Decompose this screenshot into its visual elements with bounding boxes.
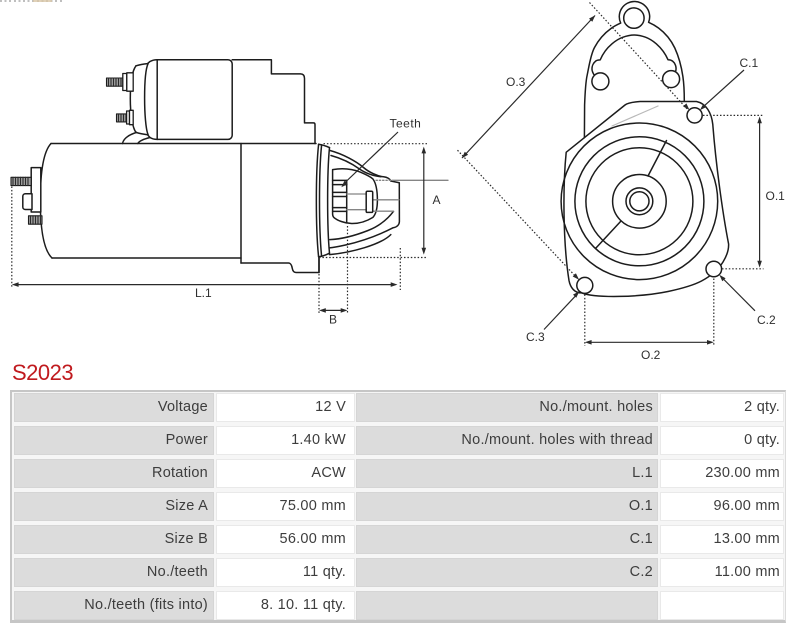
svg-text:O.1: O.1 [766, 189, 786, 203]
svg-text:L.1: L.1 [195, 286, 212, 300]
svg-text:C.1: C.1 [740, 56, 759, 70]
svg-text:O.3: O.3 [506, 75, 526, 89]
svg-text:Teeth: Teeth [390, 117, 422, 131]
svg-text:A: A [433, 193, 441, 207]
svg-text:B: B [329, 313, 337, 327]
svg-text:O.2: O.2 [641, 348, 661, 362]
svg-text:C.2: C.2 [757, 313, 776, 327]
svg-text:C.3: C.3 [526, 330, 545, 344]
